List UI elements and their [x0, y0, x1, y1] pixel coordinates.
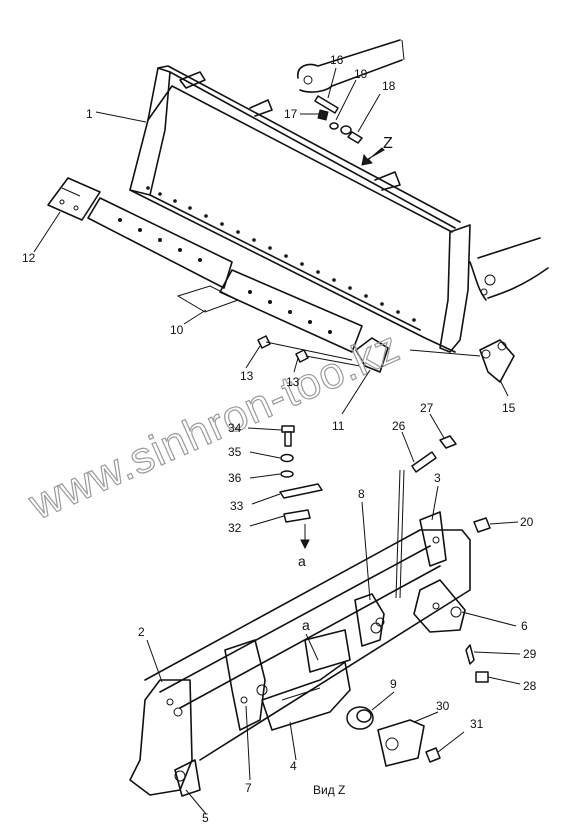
view-z-arrow: Z — [361, 135, 393, 166]
callout-32: 32 — [228, 521, 242, 535]
callout-12: 12 — [22, 251, 36, 265]
bolt-13 — [257, 335, 481, 367]
blade-bolt-holes — [146, 186, 416, 322]
pin-26 — [411, 451, 437, 473]
callout-7: 7 — [245, 781, 252, 795]
callout-30: 30 — [436, 699, 450, 713]
arrow-a-down: a — [298, 524, 310, 569]
ref-label-a-bottom: a — [302, 617, 310, 633]
pin-29 — [465, 644, 475, 665]
callout-1: 1 — [86, 107, 93, 121]
callout-34: 34 — [228, 421, 242, 435]
callout-5: 5 — [202, 811, 209, 825]
plate-17 — [317, 109, 329, 121]
view-z-label: Вид Z — [313, 783, 345, 797]
callout-29: 29 — [523, 647, 537, 661]
watermark-text: www.sinhron-too.kz — [21, 322, 407, 530]
washer-35 — [280, 453, 294, 463]
callout-2: 2 — [138, 625, 145, 639]
grease-fitting-27 — [439, 435, 457, 449]
callout-3: 3 — [434, 471, 441, 485]
bolt-18 — [347, 131, 363, 144]
right-arm — [469, 237, 549, 301]
callout-11: 11 — [332, 419, 345, 433]
callout-4: 4 — [290, 759, 297, 773]
callout-17: 17 — [284, 107, 298, 121]
shim-32 — [283, 509, 311, 523]
bolt-28 — [475, 671, 489, 683]
callout-13b: 13 — [286, 375, 300, 389]
callout-16: 16 — [330, 53, 344, 67]
bolt-34 — [281, 425, 295, 447]
callout-9: 9 — [390, 677, 397, 691]
cutting-edge-10 — [87, 197, 363, 353]
callout-26: 26 — [392, 419, 406, 433]
callout-31: 31 — [470, 717, 484, 731]
upper-arm — [297, 39, 405, 93]
end-bit-15 — [479, 339, 515, 383]
callout-18: 18 — [382, 79, 396, 93]
cutting-edge-12 — [47, 177, 101, 221]
liner-33 — [279, 483, 323, 499]
frame-assembly: a — [129, 469, 471, 797]
callout-19: 19 — [354, 67, 368, 81]
ref-label-a-top: a — [298, 553, 306, 569]
callout-33: 33 — [230, 499, 244, 513]
end-bit-11 — [355, 337, 389, 373]
blade-assembly — [129, 65, 471, 353]
callouts: 1 2 3 4 5 6 7 8 9 10 11 12 13 13 15 16 1 — [22, 53, 537, 825]
callout-13a: 13 — [240, 369, 254, 383]
callout-6: 6 — [521, 619, 528, 633]
callout-36: 36 — [228, 471, 242, 485]
z-arrow-label: Z — [383, 135, 393, 152]
callout-10: 10 — [170, 323, 184, 337]
washer-19 — [329, 122, 352, 135]
callout-28: 28 — [523, 679, 537, 693]
callout-8: 8 — [358, 487, 365, 501]
callout-15: 15 — [502, 401, 516, 415]
washer-36 — [280, 470, 294, 478]
callout-20: 20 — [520, 515, 534, 529]
pin-16 — [314, 95, 339, 114]
fitting-20 — [473, 517, 491, 533]
callout-27: 27 — [420, 401, 434, 415]
callout-35: 35 — [228, 445, 242, 459]
